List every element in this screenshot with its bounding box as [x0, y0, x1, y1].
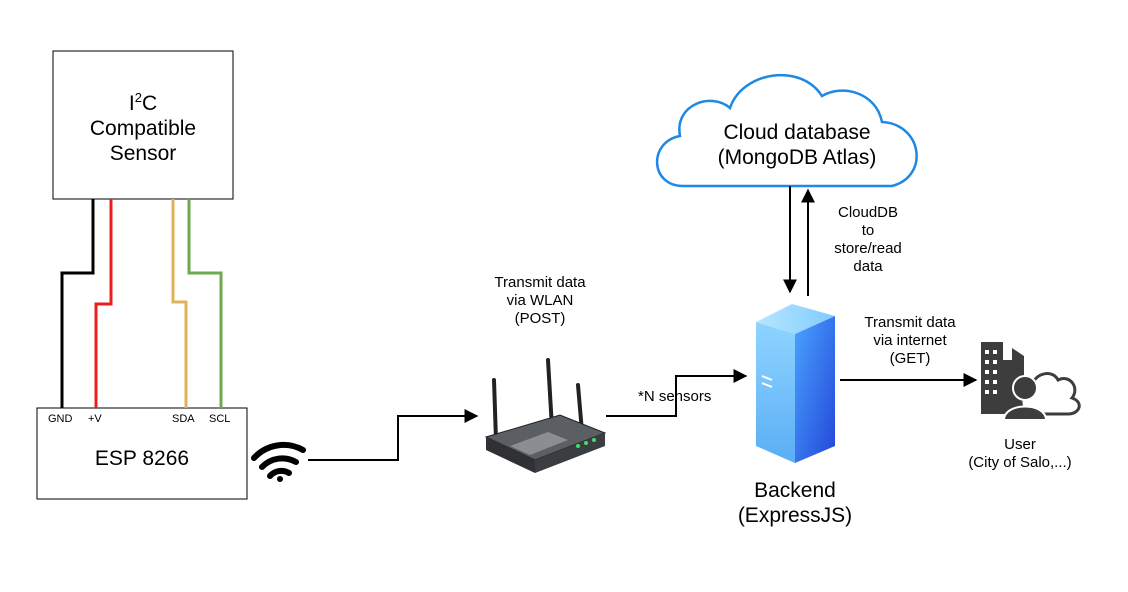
router-icon: [484, 358, 607, 473]
cloud-label-line2: (MongoDB Atlas): [717, 146, 877, 170]
cloud-label-line1: Cloud database: [723, 121, 871, 144]
backend-label-line1: Backend: [754, 479, 836, 502]
internet-label-line2: via internet: [873, 332, 947, 349]
user-label-line1: User: [1004, 436, 1036, 453]
backend-label-line2: (ExpressJS): [737, 504, 853, 528]
wire-sda: [171, 199, 188, 408]
city-user-cloud-icon: [981, 342, 1081, 421]
router-label-line3: (POST): [514, 310, 566, 327]
clouddb-label-line2: to: [861, 222, 875, 239]
sensor-label: I2C Compatible Sensor: [53, 90, 233, 167]
sensor-line1: I2C: [128, 90, 158, 115]
pin-vcc: +V: [88, 413, 102, 425]
sensor-line3: Sensor: [109, 142, 177, 166]
sensor-line2: Compatible: [89, 117, 197, 141]
clouddb-label-line1: CloudDB: [837, 204, 899, 221]
user-label: User (City of Salo,...): [950, 436, 1090, 472]
sensor-box: [52, 50, 234, 200]
wire-vcc: [94, 199, 113, 408]
backend-label: Backend (ExpressJS): [710, 478, 880, 528]
pin-scl: SCL: [209, 413, 231, 425]
connector-router-backend: [606, 369, 748, 417]
wire-scl: [187, 199, 223, 408]
pin-sda: SDA: [172, 413, 195, 425]
internet-label: Transmit data via internet (GET): [845, 314, 975, 368]
router-label-line2: via WLAN: [506, 292, 574, 309]
connector-esp-router: [308, 409, 479, 461]
server-icon: [756, 304, 835, 463]
pin-gnd: GND: [48, 413, 73, 425]
internet-label-line3: (GET): [889, 350, 931, 367]
internet-label-line1: Transmit data: [864, 314, 956, 331]
cloud-shape: [655, 73, 918, 188]
clouddb-label-line3: store/read: [834, 240, 902, 257]
wire-gnd: [60, 199, 95, 408]
user-label-line2: (City of Salo,...): [968, 454, 1072, 471]
clouddb-label-line4: data: [853, 258, 883, 275]
esp-title: ESP 8266: [94, 447, 190, 470]
router-label: Transmit data via WLAN (POST): [470, 274, 610, 328]
sensors-count-label: *N sensors: [638, 388, 712, 405]
clouddb-label: CloudDB to store/read data: [818, 204, 918, 276]
router-label-line1: Transmit data: [494, 274, 586, 291]
esp-box: [36, 407, 248, 500]
wifi-icon: [251, 441, 306, 482]
cloud-label: Cloud database (MongoDB Atlas): [672, 120, 922, 170]
